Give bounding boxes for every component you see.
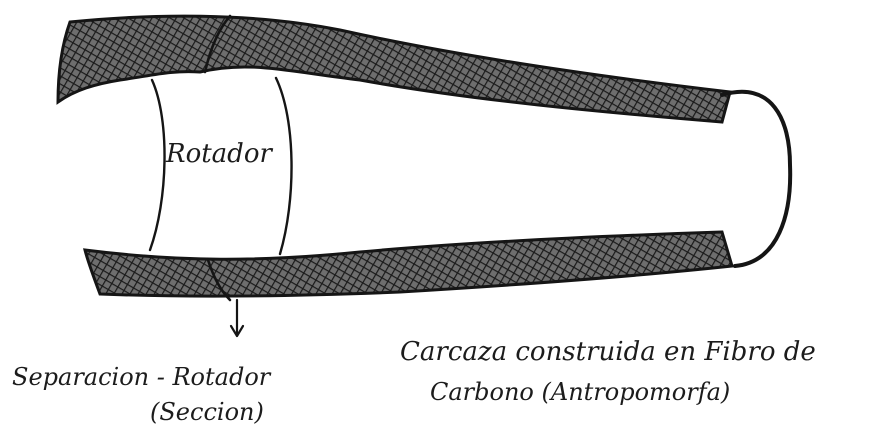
casing-label-line1: Carcaza construida en Fibro de bbox=[400, 337, 816, 367]
rotor-right-edge bbox=[276, 78, 292, 254]
rotor-left-edge bbox=[150, 80, 165, 250]
casing-label-line2: Carbono (Antropomorfa) bbox=[430, 378, 730, 406]
lower-casing-wall bbox=[85, 232, 732, 296]
casing-end-cap bbox=[722, 92, 790, 266]
rotor-label: Rotador bbox=[165, 139, 273, 169]
separation-label-line2: (Seccion) bbox=[150, 398, 264, 426]
separation-label-line1: Separacion - Rotador bbox=[12, 363, 272, 391]
upper-casing-wall bbox=[58, 16, 730, 122]
